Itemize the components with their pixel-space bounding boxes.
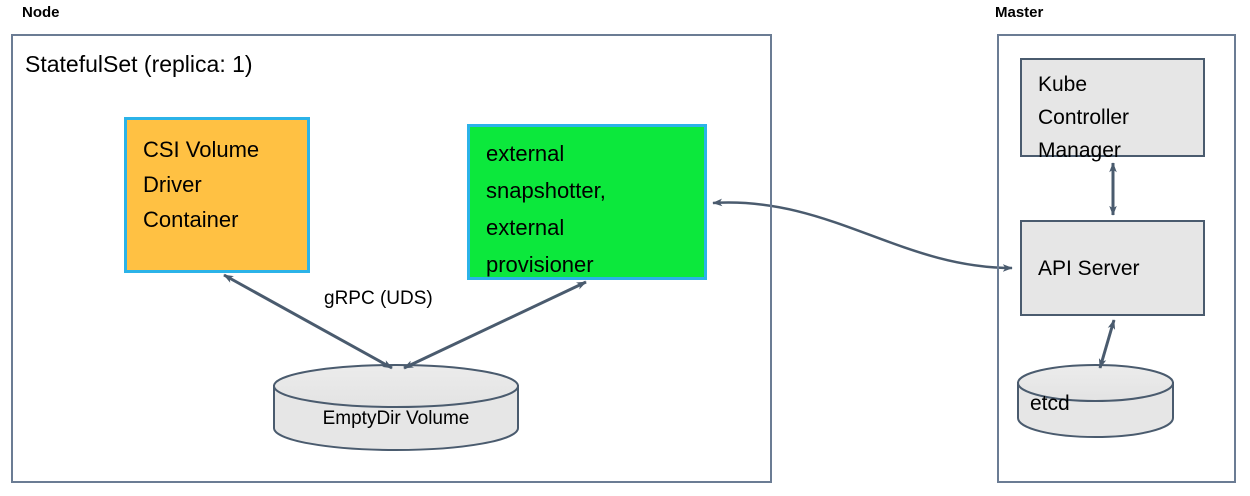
statefulset-title: StatefulSet (replica: 1) — [25, 51, 253, 77]
node-api-server[interactable]: API Server — [1020, 220, 1205, 316]
zone-box-node — [11, 34, 772, 483]
node-csi-volume-driver-container[interactable]: CSI Volume Driver Container — [124, 117, 310, 273]
node-external-snapshotter-provisioner[interactable]: external snapshotter, external provision… — [467, 124, 707, 280]
csi-driver-line-1: CSI Volume — [143, 137, 260, 162]
csi-driver-line-3: Container — [143, 207, 239, 232]
kcm-line-1: Kube — [1038, 73, 1088, 96]
etcd-label: etcd — [1030, 392, 1070, 415]
zone-label-master: Master — [995, 4, 1044, 21]
sidecar-line-2: snapshotter, — [486, 178, 606, 203]
edge-label-grpc-uds: gRPC (UDS) — [324, 288, 433, 309]
kcm-line-3: Manager — [1038, 139, 1121, 162]
zone-box-master — [997, 34, 1236, 483]
sidecar-line-3: external — [486, 215, 565, 240]
kcm-line-2: Controller — [1038, 106, 1130, 129]
api-server-line-1: API Server — [1038, 256, 1140, 280]
sidecar-line-4: provisioner — [486, 252, 594, 277]
emptydir-volume-label: EmptyDir Volume — [322, 408, 470, 429]
zone-label-node: Node — [22, 4, 60, 21]
node-kube-controller-manager[interactable]: Kube Controller Manager — [1020, 58, 1205, 162]
sidecar-line-1: external — [486, 141, 565, 166]
csi-driver-line-2: Driver — [143, 172, 202, 197]
